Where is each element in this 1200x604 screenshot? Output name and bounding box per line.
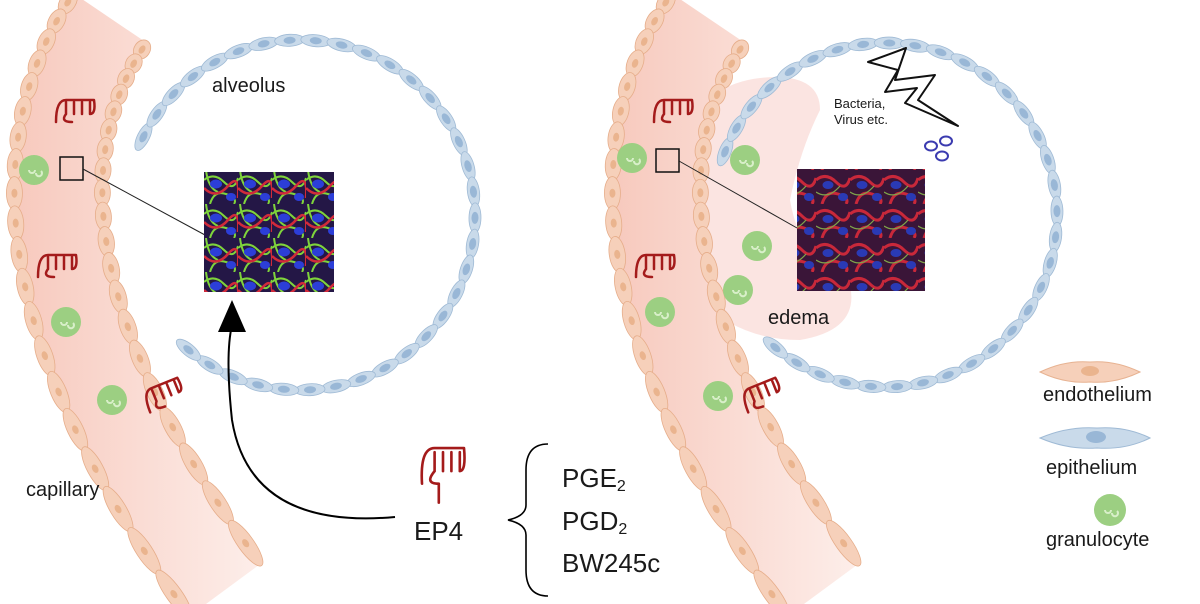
ep4-legend-receptor-icon — [420, 446, 466, 504]
legend-granulocyte-label: granulocyte — [1046, 529, 1150, 551]
legend-icons — [1038, 361, 1152, 526]
granulocyte-icon — [97, 385, 127, 415]
ligand-pge2: PGE2 — [562, 465, 626, 495]
capillary-label: capillary — [26, 479, 100, 501]
epithelium-ring-left — [134, 33, 482, 397]
ligand-base: PGD — [562, 506, 619, 536]
epithelium-ring-right — [716, 36, 1064, 394]
ligand-pgd2: PGD2 — [562, 508, 627, 538]
granulocyte-icon — [51, 307, 81, 337]
granulocyte-icon — [617, 143, 647, 173]
granulocyte-icon — [1094, 494, 1126, 526]
pathogen-label: Bacteria, Virus etc. — [834, 96, 888, 129]
edema-label: edema — [768, 307, 830, 329]
granulocyte-icon — [645, 297, 675, 327]
granulocyte-icon — [703, 381, 733, 411]
lightning-bolt-icon — [867, 47, 959, 127]
zoom-box-right — [655, 148, 680, 173]
activation-arrow — [227, 324, 396, 520]
zoom-box-left — [59, 156, 84, 181]
ep4-receptor-icon — [634, 253, 676, 279]
capillary-left — [6, 0, 264, 604]
endothelial-cell-icon — [1038, 361, 1142, 383]
ligand-subscript: 2 — [616, 478, 626, 495]
ligand-bw245c: BW245c — [562, 550, 660, 576]
legend-epithelium-label: epithelium — [1046, 457, 1138, 479]
capillary-right — [604, 0, 862, 604]
ep4-receptor-icon — [54, 98, 96, 124]
ep4-receptor-icon — [36, 253, 78, 279]
ligand-base: PGE — [562, 463, 617, 493]
ep4-receptors — [36, 98, 781, 504]
granulocyte-icon — [742, 231, 772, 261]
granulocyte-icon — [730, 145, 760, 175]
zoom-callouts — [59, 148, 798, 236]
granulocyte-icon — [19, 155, 49, 185]
pathogen-label-line-1: Bacteria, — [834, 96, 886, 111]
pathogen-label-line-2: Virus etc. — [834, 112, 888, 128]
granulocytes — [19, 143, 772, 415]
arrowhead-icon — [218, 300, 246, 332]
ep4-receptor-icon — [145, 376, 183, 414]
ep4-receptor-icon — [743, 376, 781, 414]
ligand-base: BW245c — [562, 548, 661, 578]
granulocyte-icon — [723, 275, 753, 305]
pathogen-icon — [924, 135, 953, 162]
alveolus-label: alveolus — [212, 75, 286, 97]
ligand-subscript: 2 — [618, 521, 628, 538]
ligand-brace — [507, 443, 549, 597]
ep4-receptor-icon — [652, 98, 694, 124]
ep4-label: EP4 — [414, 516, 464, 546]
microscopy-inset-healthy — [204, 172, 334, 292]
microscopy-inset-edema — [797, 169, 925, 291]
epithelial-cell-icon — [1038, 427, 1152, 449]
legend-endothelium-label: endothelium — [1043, 384, 1152, 406]
